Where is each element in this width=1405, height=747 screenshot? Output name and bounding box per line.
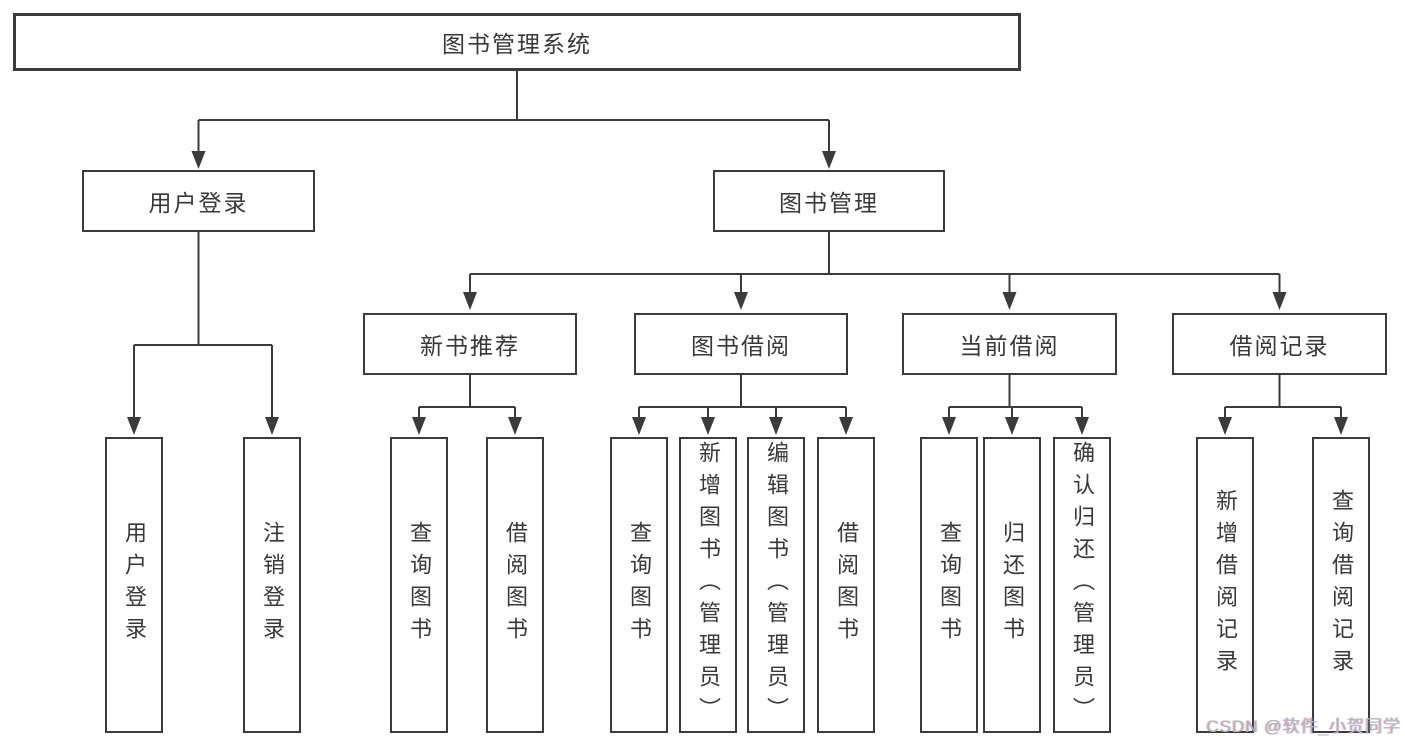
node-book-management-module: 图书管理 (713, 170, 945, 232)
csdn-watermark: CSDN @软件_小贺同学 (1206, 717, 1401, 736)
leaf-logout: 注销登录 (243, 437, 301, 733)
node-current-borrowing: 当前借阅 (902, 313, 1117, 375)
node-borrowing-records: 借阅记录 (1172, 313, 1387, 375)
leaf-records-query-borrow-record: 查询借阅记录 (1312, 437, 1370, 733)
node-library-management-system: 图书管理系统 (13, 13, 1021, 71)
leaf-current-return-books: 归还图书 (983, 437, 1041, 733)
leaf-borrowing-edit-books-admin: 编辑图书（管理员） (747, 437, 805, 733)
leaf-current-query-books: 查询图书 (920, 437, 978, 733)
node-user-login-module: 用户登录 (82, 170, 315, 232)
node-book-borrowing: 图书借阅 (634, 313, 848, 375)
leaf-user-login: 用户登录 (105, 437, 163, 733)
leaf-borrowing-borrow-books: 借阅图书 (817, 437, 875, 733)
leaf-borrowing-add-books-admin: 新增图书（管理员） (679, 437, 737, 733)
leaf-records-add-borrow-record: 新增借阅记录 (1196, 437, 1254, 733)
node-new-book-recommend: 新书推荐 (363, 313, 577, 375)
leaf-current-confirm-return-admin: 确认归还（管理员） (1053, 437, 1111, 733)
leaf-recommend-query-books: 查询图书 (390, 437, 448, 733)
leaf-recommend-borrow-books: 借阅图书 (486, 437, 544, 733)
leaf-borrowing-query-books: 查询图书 (610, 437, 668, 733)
